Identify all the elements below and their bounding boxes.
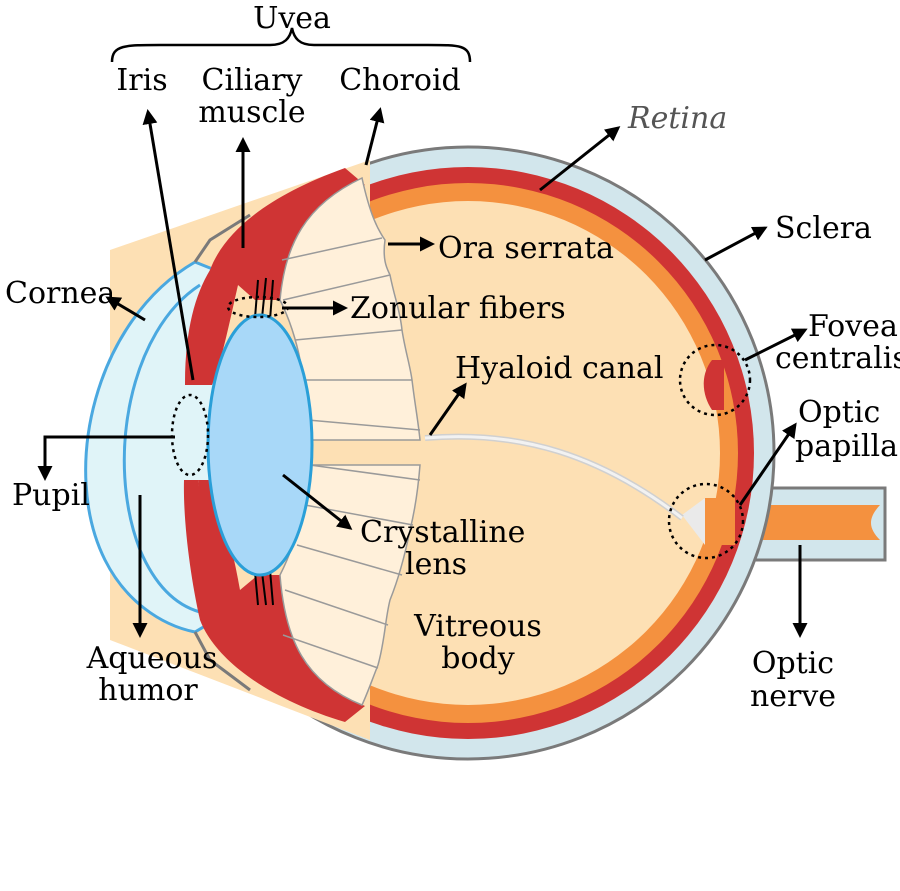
label-optic-papilla-2: papilla [795, 429, 898, 464]
label-pupil: Pupil [12, 478, 90, 513]
ciliary-radial-lines [281, 237, 421, 669]
label-choroid: Choroid [339, 63, 461, 98]
label-aqueous-2: humor [98, 673, 198, 708]
label-optic-nerve-2: nerve [750, 679, 836, 714]
sclera-front-edge [193, 213, 251, 263]
cornea-shape [84, 260, 217, 634]
label-hyaloid-canal: Hyaloid canal [455, 351, 663, 386]
ciliary-body-top [185, 168, 365, 385]
fovea-shape [703, 360, 724, 410]
label-cornea: Cornea [5, 276, 115, 311]
label-zonular-fibers: Zonular fibers [350, 291, 566, 326]
iris-bottom [198, 480, 240, 590]
ciliary-muscle-bottom [279, 464, 421, 706]
label-uvea: Uvea [253, 1, 331, 36]
label-fovea-1: Fovea [808, 309, 898, 344]
optic-papilla-shape [698, 498, 735, 545]
label-vitreous-1: Vitreous [413, 609, 542, 644]
label-aqueous-1: Aqueous [86, 641, 218, 676]
optic-papilla-highlight-circle [667, 482, 745, 560]
label-lens-1: Crystalline [360, 515, 525, 550]
optic-cup [682, 498, 705, 545]
label-ciliary-muscle-1: Ciliary [202, 63, 303, 98]
pupil-highlight-ellipse [170, 393, 210, 477]
label-ciliary-muscle-2: muscle [198, 95, 305, 130]
label-retina: Retina [627, 101, 727, 136]
uvea-brace [110, 27, 472, 63]
label-iris: Iris [116, 63, 167, 98]
label-lens-2: lens [405, 547, 467, 582]
fovea-highlight-circle [678, 343, 752, 417]
cornea-inner-edge [122, 283, 201, 614]
label-sclera: Sclera [775, 211, 872, 246]
label-fovea-2: centralis [775, 341, 900, 376]
crystalline-lens-shape [206, 313, 314, 577]
ciliary-body-bottom [183, 480, 365, 722]
label-optic-papilla-1: Optic [798, 395, 880, 430]
sclera-front-edge-bottom [193, 631, 251, 692]
label-vitreous-2: body [441, 641, 514, 676]
label-ora-serrata: Ora serrata [438, 231, 614, 266]
label-arrows [37, 107, 808, 638]
labels: Uvea Iris Ciliary muscle Choroid Retina … [5, 1, 900, 714]
label-optic-nerve-1: Optic [752, 646, 834, 681]
optic-nerve-shape [733, 486, 887, 562]
